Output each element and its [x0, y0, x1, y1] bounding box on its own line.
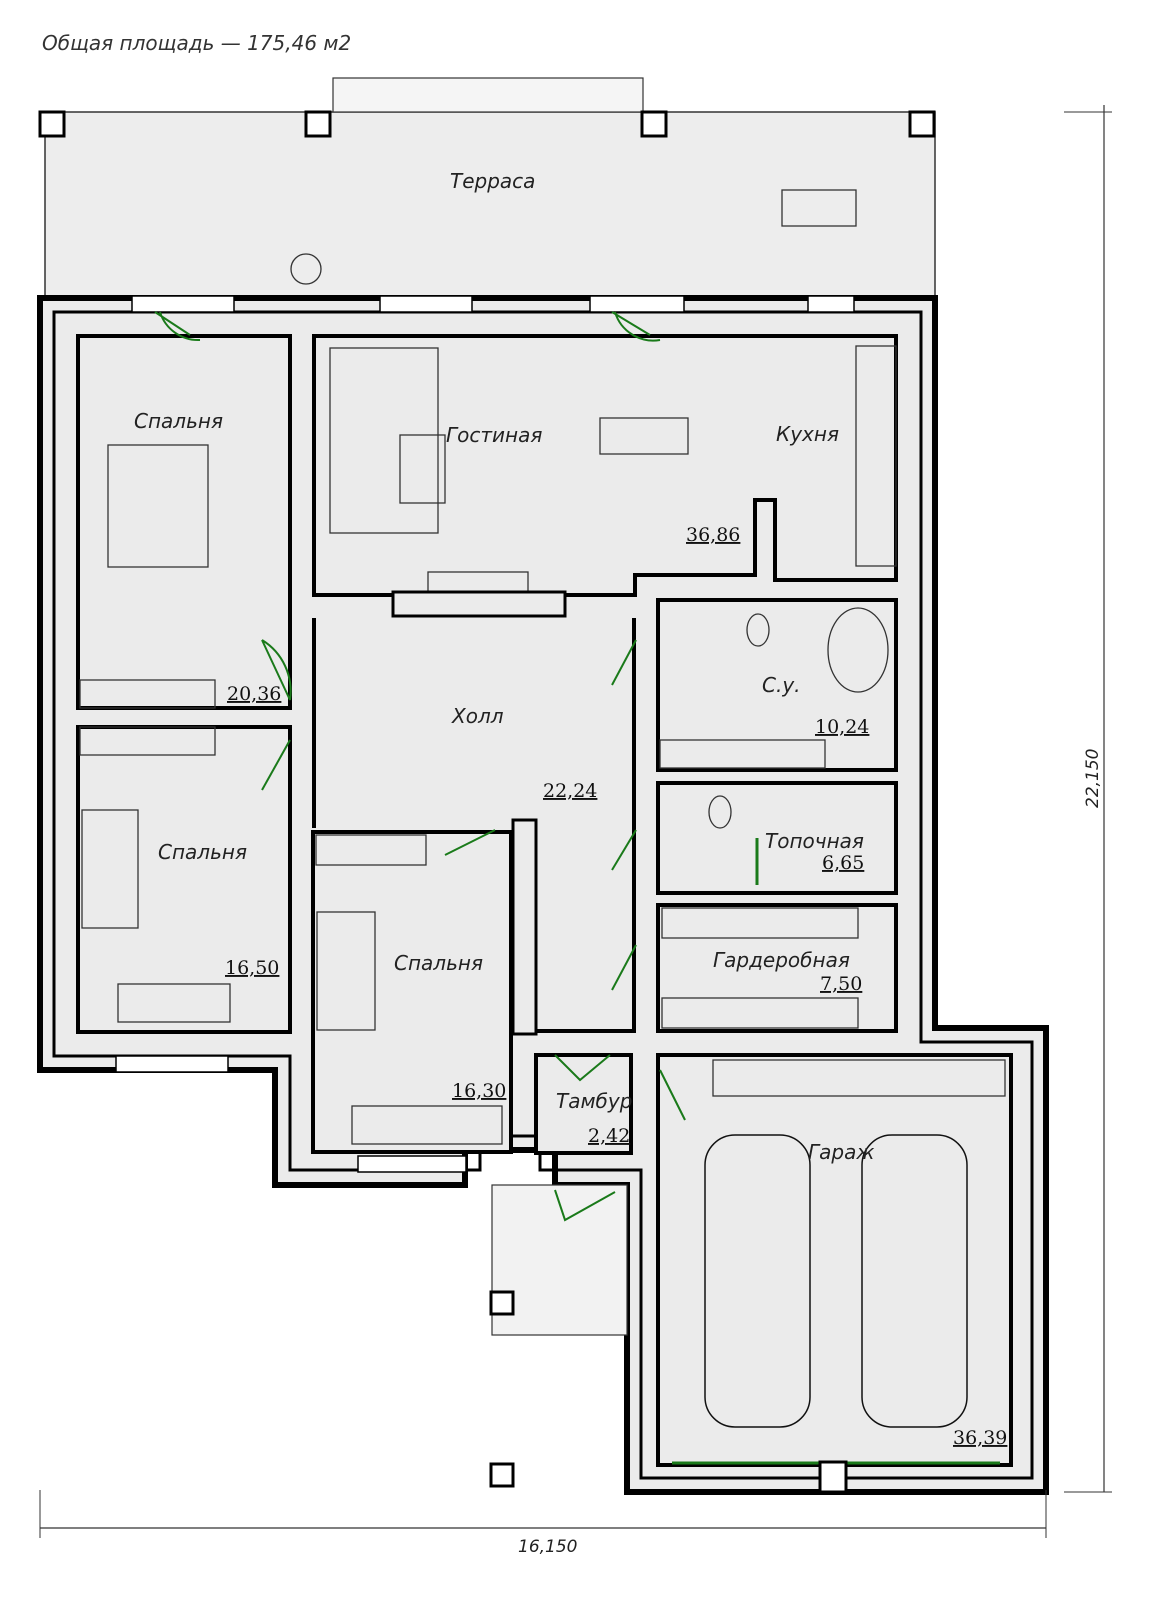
kitchen-counter: [855, 345, 897, 567]
bedroom3-room: [311, 830, 513, 1154]
room-area-vestibule: 2,42: [588, 1125, 630, 1147]
bed: [316, 911, 376, 1031]
vestibule-room: [534, 1053, 633, 1155]
column: [908, 110, 936, 138]
door-swing: [554, 1189, 616, 1222]
terrace-lounge-table: [290, 253, 322, 285]
dimension-height-label: 22,150: [1083, 749, 1103, 808]
coffee-table: [399, 434, 446, 504]
bed: [107, 444, 209, 568]
closet: [315, 834, 427, 866]
room-area-bedroom3: 16,30: [452, 1080, 506, 1102]
bedroom1-room: [76, 334, 292, 710]
door-swing: [659, 1069, 686, 1121]
room-area-boiler: 6,65: [822, 852, 864, 874]
column: [304, 110, 332, 138]
bathroom-room: [656, 598, 898, 772]
dining-table: [599, 417, 689, 455]
closet: [79, 726, 216, 756]
door-swing: [611, 639, 637, 686]
room-name-bedroom1: Спальня: [134, 409, 223, 433]
bed: [81, 809, 139, 929]
room-name-vestibule: Тамбур: [556, 1089, 632, 1113]
room-name-garage: Гараж: [808, 1140, 874, 1164]
terrace-floor: [44, 111, 936, 303]
bedroom2-room: [76, 725, 292, 1034]
door-swing: [611, 311, 661, 342]
door-swing: [611, 829, 637, 871]
closet: [79, 679, 216, 709]
window: [807, 295, 855, 313]
vanity: [659, 739, 826, 769]
desk: [351, 1105, 503, 1145]
wardrobe-shelf: [661, 907, 859, 939]
room-name-bathroom: С.у.: [762, 673, 801, 697]
desk: [117, 983, 231, 1023]
room-area-living: 36,86: [686, 524, 740, 546]
dimension-width-label: 16,150: [518, 1537, 577, 1557]
window: [589, 295, 685, 313]
fireplace: [391, 590, 567, 618]
terrace-table: [781, 189, 857, 227]
room-area-bedroom2: 16,50: [225, 957, 279, 979]
room-name-bedroom3: Спальня: [394, 951, 483, 975]
boiler-room: [656, 781, 898, 895]
column: [38, 110, 66, 138]
room-name-terrace: Терраса: [450, 169, 535, 193]
room-name-boiler: Топочная: [765, 829, 864, 853]
room-area-bathroom: 10,24: [815, 716, 869, 738]
garage-shelf: [712, 1059, 1006, 1097]
column: [640, 110, 668, 138]
column: [818, 1460, 848, 1494]
bathtub: [827, 607, 889, 693]
door-swing: [554, 1054, 611, 1082]
room-name-bedroom2: Спальня: [158, 840, 247, 864]
living-room: [312, 334, 898, 597]
door-swing: [154, 311, 201, 342]
door-swing: [444, 829, 496, 856]
terrace-step: [332, 77, 644, 113]
car: [704, 1134, 811, 1428]
wardrobe-room: [656, 903, 898, 1033]
room-name-kitchen: Кухня: [776, 422, 839, 446]
wardrobe-shelf: [661, 997, 859, 1029]
room-area-hall: 22,24: [543, 780, 597, 802]
room-area-wardrobe: 7,50: [820, 973, 862, 995]
door-swing: [611, 944, 637, 991]
toilet: [708, 795, 732, 829]
inner-wall-line: [52, 310, 1034, 1480]
door-swing: [261, 639, 292, 701]
room-name-living: Гостиная: [446, 423, 542, 447]
room-name-wardrobe: Гардеробная: [713, 948, 850, 972]
column: [489, 1462, 515, 1488]
window: [115, 1055, 229, 1073]
car: [861, 1134, 968, 1428]
door-swing: [261, 739, 291, 791]
toilet: [746, 613, 770, 647]
column: [489, 1290, 515, 1316]
window: [131, 295, 235, 313]
sofa: [329, 347, 439, 534]
room-name-hall: Холл: [451, 704, 504, 728]
room-area-bedroom1: 20,36: [227, 683, 281, 705]
room-area-garage: 36,39: [953, 1427, 1007, 1449]
hall-wall: [536, 618, 636, 1033]
window: [357, 1155, 467, 1173]
hall-room: [314, 618, 634, 828]
hall-column: [511, 818, 538, 1036]
window: [379, 295, 473, 313]
garage-room: [656, 1053, 1013, 1467]
total-area-label: Общая площадь — 175,46 м2: [42, 31, 351, 55]
